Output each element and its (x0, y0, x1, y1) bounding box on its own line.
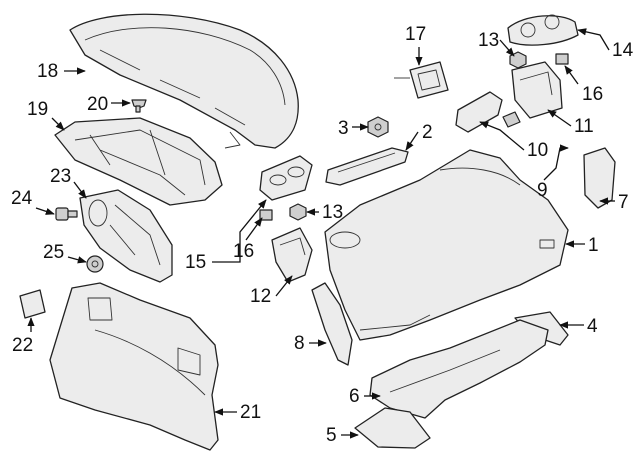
callout-5: 5 (326, 425, 359, 446)
callout-7-label: 7 (618, 192, 629, 213)
callout-24-label: 24 (11, 188, 33, 209)
part-24-bolt (55, 207, 78, 221)
part-21-seatback-trim (49, 282, 219, 451)
callout-1-label: 1 (588, 235, 599, 256)
callout-2: 2 (405, 122, 433, 151)
callout-21-label: 21 (240, 402, 261, 423)
callout-8-label: 8 (294, 333, 305, 354)
callout-23-leader (73, 181, 87, 199)
callout-19: 19 (27, 99, 65, 131)
part-10-bracket (455, 91, 521, 133)
part-8-side-trim (311, 282, 353, 366)
callout-15-label: 15 (185, 252, 206, 273)
callout-2-label: 2 (422, 122, 433, 143)
callout-13a-leader (499, 39, 515, 57)
callout-19-label: 19 (27, 99, 48, 120)
callout-11: 11 (547, 109, 594, 137)
part-11-holder-base (511, 61, 563, 119)
callout-10: 10 (479, 121, 548, 161)
part-17-vent (394, 61, 449, 99)
callout-2-leader (405, 131, 419, 151)
callout-22: 22 (12, 317, 35, 356)
callout-10-leader (479, 121, 525, 151)
part-12-latch (271, 227, 313, 283)
part-7-side-panel (583, 147, 616, 209)
callout-9-leader (543, 144, 569, 181)
callout-17-label: 17 (405, 24, 426, 45)
part-6-floor-mat (369, 319, 549, 419)
callout-14: 14 (577, 28, 634, 61)
part-18-package-tray (69, 13, 299, 149)
part-23-hinge-cover (79, 189, 173, 283)
callout-23: 23 (50, 166, 87, 199)
callout-15-leader (212, 199, 267, 263)
callout-22-label: 22 (12, 335, 33, 356)
callout-4-label: 4 (587, 316, 598, 337)
part-1-trunk-trim (324, 149, 569, 341)
callout-3: 3 (338, 118, 369, 139)
callout-24-leader (35, 207, 55, 215)
callout-8: 8 (294, 333, 327, 354)
callout-4: 4 (559, 316, 598, 337)
callout-16b-label: 16 (582, 84, 603, 105)
callout-13b-label: 13 (322, 202, 343, 223)
callout-1: 1 (565, 235, 599, 256)
callout-15: 15 (185, 199, 267, 273)
part-16-clip (259, 209, 273, 221)
callout-13b: 13 (306, 202, 343, 223)
callout-6-label: 6 (349, 386, 360, 407)
callout-7: 7 (599, 192, 629, 213)
callout-11-leader (547, 109, 572, 127)
callout-16b-leader (564, 65, 579, 85)
part-13-nut (289, 203, 307, 221)
callout-19-leader (51, 117, 65, 131)
part-2-handle (325, 147, 409, 186)
callout-16b: 16 (564, 65, 603, 105)
part-16b-clip (555, 53, 569, 65)
callout-12-leader (275, 275, 293, 297)
part-3-nut (367, 116, 389, 138)
callout-16a-label: 16 (233, 241, 254, 262)
callout-3-label: 3 (338, 118, 349, 139)
part-19-lid-liner (54, 117, 223, 206)
callout-12: 12 (250, 275, 293, 307)
callout-12-label: 12 (250, 286, 271, 307)
callout-5-label: 5 (326, 425, 337, 446)
part-15-cupholder (259, 155, 313, 201)
callout-11-label: 11 (574, 116, 594, 137)
callout-16a-leader (245, 217, 263, 241)
callout-9-label: 9 (537, 180, 548, 201)
callout-25: 25 (43, 242, 87, 264)
callout-14-leader (577, 28, 610, 51)
callout-13a-label: 13 (478, 30, 499, 51)
callout-14-label: 14 (612, 40, 634, 61)
callout-21: 21 (214, 402, 261, 423)
callout-25-label: 25 (43, 242, 64, 263)
callout-24: 24 (11, 188, 55, 215)
callout-9: 9 (537, 144, 569, 201)
callout-13a: 13 (478, 30, 515, 57)
part-22-pad (19, 289, 46, 319)
callout-16a: 16 (233, 217, 263, 262)
callout-17: 17 (405, 24, 426, 66)
callout-23-label: 23 (50, 166, 71, 187)
callout-18: 18 (37, 61, 86, 82)
callout-18-label: 18 (37, 61, 58, 82)
callout-25-leader (67, 256, 87, 264)
callout-20-label: 20 (87, 94, 108, 115)
part-25-nut (86, 255, 104, 273)
callout-10-label: 10 (527, 140, 548, 161)
part-20-clip (131, 99, 147, 113)
callout-20: 20 (87, 94, 131, 115)
callout-6: 6 (349, 386, 381, 407)
part-5-small-trim (354, 407, 431, 449)
